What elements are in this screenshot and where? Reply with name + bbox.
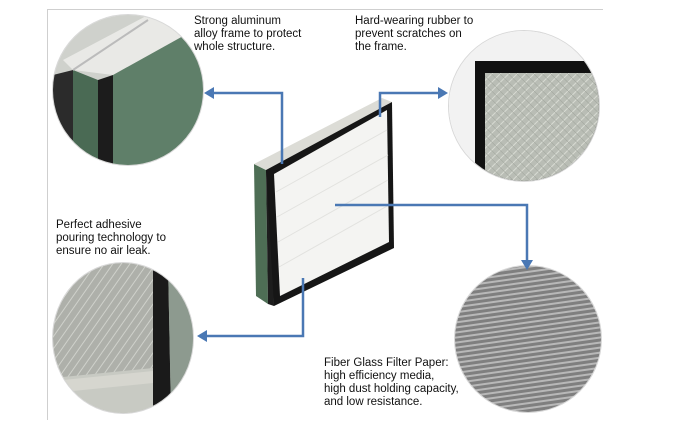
rubber-caption-line: Hard-wearing rubber to	[355, 15, 474, 27]
arrow-left-icon	[197, 330, 207, 342]
filter-paper-detail-circle	[454, 265, 602, 413]
adhesive-caption-line: ensure no air leak.	[56, 245, 151, 257]
rubber-caption: Hard-wearing rubber to prevent scratches…	[355, 15, 473, 54]
arrow-down-icon	[521, 260, 533, 270]
arrow-right-icon	[438, 87, 448, 99]
paper-caption-line: high dust holding capacity,	[324, 383, 459, 395]
rubber-caption-line: the frame.	[355, 41, 407, 53]
frame-caption-line: alloy frame to protect	[194, 28, 302, 40]
hepa-filter-image	[254, 98, 394, 306]
frame-caption-line: whole structure.	[194, 41, 276, 53]
paper-caption-line: Fiber Glass Filter Paper:	[324, 357, 449, 369]
paper-caption: Fiber Glass Filter Paper: high efficienc…	[324, 357, 459, 409]
paper-caption-line: and low resistance.	[324, 396, 423, 408]
frame-caption: Strong aluminum alloy frame to protect w…	[194, 15, 301, 54]
paper-caption-line: high efficiency media,	[324, 370, 435, 382]
rubber-caption-line: prevent scratches on	[355, 28, 462, 40]
page-top-border	[47, 9, 603, 10]
rubber-detail-circle	[448, 30, 600, 182]
adhesive-detail-circle	[52, 262, 194, 414]
frame-caption-line: Strong aluminum	[194, 15, 281, 27]
adhesive-caption-line: pouring technology to	[56, 232, 166, 244]
arrow-left-icon	[204, 87, 214, 99]
adhesive-caption: Perfect adhesive pouring technology to e…	[56, 219, 166, 258]
adhesive-caption-line: Perfect adhesive	[56, 219, 142, 231]
page-left-border	[47, 9, 48, 420]
